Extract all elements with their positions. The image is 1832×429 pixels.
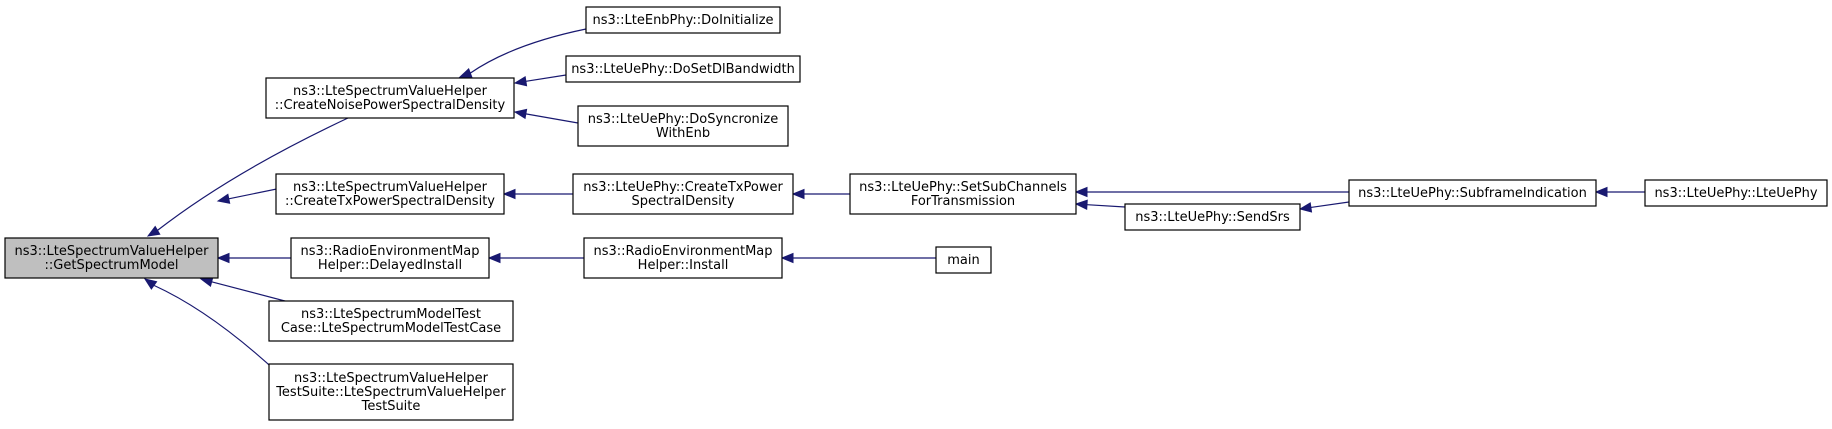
node-label-line: main: [947, 253, 979, 268]
node-label-line: TestSuite::LteSpectrumValueHelper: [275, 385, 506, 400]
node-txpsd[interactable]: ns3::LteSpectrumValueHelper::CreateTxPow…: [275, 173, 505, 215]
node-noise[interactable]: ns3::LteSpectrumValueHelper::CreateNoise…: [265, 77, 515, 119]
node-subch[interactable]: ns3::LteUePhy::SetSubChannelsForTransmis…: [849, 173, 1077, 215]
node-srs[interactable]: ns3::LteUePhy::SendSrs: [1124, 203, 1301, 231]
edge-line: [1310, 201, 1350, 209]
edge-arrowhead: [513, 76, 528, 87]
edge-arrowhead: [1298, 202, 1313, 213]
node-box: [275, 173, 505, 215]
edge-line: [469, 28, 587, 74]
edge-enbinit-to-noise: [458, 28, 587, 78]
node-enbinit[interactable]: ns3::LteEnbPhy::DoInitialize: [585, 6, 781, 34]
node-ctor[interactable]: ns3::LteUePhy::LteUePhy: [1644, 179, 1828, 207]
edge-arrowhead: [199, 276, 214, 287]
node-box: [1348, 179, 1597, 207]
node-label-line: ForTransmission: [911, 194, 1015, 209]
edge-arrowhead: [513, 108, 528, 120]
node-box: [585, 6, 781, 34]
node-label-line: ns3::LteSpectrumValueHelper: [293, 180, 488, 195]
edge-arrowhead: [146, 225, 161, 237]
node-box: [577, 105, 789, 147]
node-box: [265, 77, 515, 119]
node-testcase[interactable]: ns3::LteSpectrumModelTestCase::LteSpectr…: [268, 300, 514, 342]
node-label-line: ns3::RadioEnvironmentMap: [300, 244, 479, 259]
node-testsuite[interactable]: ns3::LteSpectrumValueHelperTestSuite::Lt…: [268, 363, 514, 421]
node-uetxpsd[interactable]: ns3::LteUePhy::CreateTxPowerSpectralDens…: [572, 173, 794, 215]
edge-dlbw-to-noise: [513, 74, 567, 87]
nodes-layer: ns3::LteSpectrumValueHelper::GetSpectrum…: [4, 6, 1828, 421]
node-label-line: ns3::LteSpectrumValueHelper: [294, 371, 489, 386]
node-box: [290, 237, 490, 279]
node-label-line: TestSuite: [361, 399, 421, 414]
edge-remdelay-to-root: [216, 252, 291, 264]
edge-subframe-to-srs: [1298, 201, 1350, 213]
node-box: [572, 173, 794, 215]
edge-arrowhead: [502, 188, 516, 200]
edge-sync-to-noise: [513, 108, 579, 124]
node-box: [268, 300, 514, 342]
node-root[interactable]: ns3::LteSpectrumValueHelper::GetSpectrum…: [4, 237, 219, 279]
edge-arrowhead: [1074, 186, 1088, 198]
edge-arrowhead: [487, 252, 501, 264]
edge-testsuite-to-root: [143, 278, 280, 375]
node-label-line: ns3::LteUePhy::LteUePhy: [1654, 186, 1817, 201]
node-subframe[interactable]: ns3::LteUePhy::SubframeIndication: [1348, 179, 1597, 207]
edge-uetxpsd-to-txpsd: [502, 188, 573, 200]
node-box: [1124, 203, 1301, 231]
node-box: [268, 363, 514, 421]
node-label-line: ns3::RadioEnvironmentMap: [593, 244, 772, 259]
node-box: [583, 237, 783, 279]
node-label-line: ns3::LteSpectrumModelTest: [301, 307, 481, 322]
edge-arrowhead: [1594, 186, 1608, 198]
node-remdelay[interactable]: ns3::RadioEnvironmentMapHelper::DelayedI…: [290, 237, 490, 279]
edge-line: [1086, 204, 1126, 208]
edge-line: [153, 284, 280, 375]
edges-layer: [143, 28, 1645, 375]
node-main[interactable]: main: [935, 246, 992, 274]
node-dlbw[interactable]: ns3::LteUePhy::DoSetDlBandwidth: [565, 55, 801, 83]
node-label-line: Helper::Install: [638, 258, 729, 273]
node-box: [935, 246, 992, 274]
edge-subch-to-uetxpsd: [791, 188, 850, 200]
edge-arrowhead: [458, 68, 473, 78]
node-label-line: Helper::DelayedInstall: [318, 258, 462, 273]
edge-ctor-to-subframe: [1594, 186, 1645, 198]
node-label-line: ns3::LteUePhy::CreateTxPower: [583, 180, 783, 195]
node-box: [4, 237, 219, 279]
edge-arrowhead: [143, 278, 158, 290]
edge-arrowhead: [216, 193, 231, 204]
node-label-line: ns3::LteUePhy::SendSrs: [1135, 210, 1290, 225]
node-label-line: ::CreateTxPowerSpectralDensity: [285, 194, 495, 209]
edge-arrowhead: [216, 252, 230, 264]
edge-reminst-to-remdelay: [487, 252, 584, 264]
node-label-line: Case::LteSpectrumModelTestCase: [281, 321, 501, 336]
node-label-line: ns3::LteEnbPhy::DoInitialize: [592, 13, 773, 28]
node-box: [849, 173, 1077, 215]
node-label-line: SpectralDensity: [631, 194, 734, 209]
node-label-line: WithEnb: [656, 126, 710, 141]
node-label-line: ::GetSpectrumModel: [45, 258, 179, 273]
node-box: [1644, 179, 1828, 207]
node-label-line: ns3::LteUePhy::DoSetDlBandwidth: [571, 62, 795, 77]
node-box: [565, 55, 801, 83]
edge-line: [157, 117, 349, 231]
node-label-line: ns3::LteUePhy::DoSyncronize: [588, 112, 778, 127]
edge-srs-to-subch: [1074, 199, 1126, 210]
edge-line: [525, 74, 567, 82]
edge-arrowhead: [791, 188, 805, 200]
node-label-line: ns3::LteUePhy::SetSubChannels: [859, 180, 1067, 195]
edge-noise-to-root: [146, 117, 349, 237]
node-label-line: ::CreateNoisePowerSpectralDensity: [275, 98, 506, 113]
edge-main-to-reminst: [780, 252, 936, 264]
node-label-line: ns3::LteSpectrumValueHelper: [293, 84, 488, 99]
edge-subframe-to-subch: [1074, 186, 1349, 198]
edge-line: [525, 113, 579, 124]
node-label-line: ns3::LteSpectrumValueHelper: [14, 244, 209, 259]
node-label-line: ns3::LteUePhy::SubframeIndication: [1358, 186, 1587, 201]
edge-arrowhead: [780, 252, 794, 264]
edge-arrowhead: [1074, 199, 1088, 210]
